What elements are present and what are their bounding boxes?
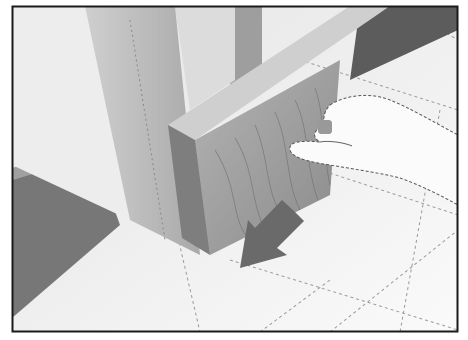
finger-tip bbox=[318, 120, 332, 134]
